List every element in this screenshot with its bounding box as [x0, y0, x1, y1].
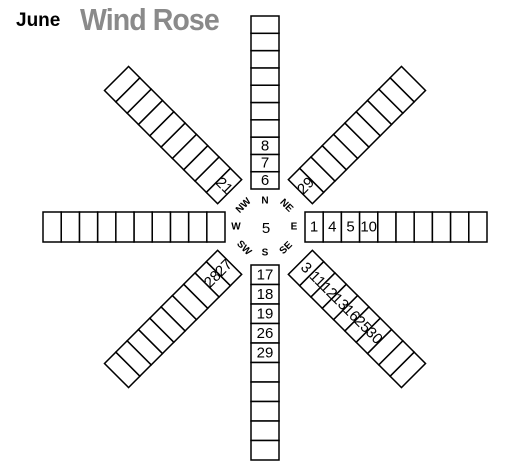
wind-cell [206, 211, 226, 243]
arm-nw [103, 65, 243, 205]
wind-cell [250, 32, 280, 52]
direction-label-se: SE [278, 239, 295, 256]
wind-cell [395, 211, 415, 243]
day-number: 10 [360, 219, 377, 236]
day-number: 19 [257, 305, 274, 322]
wind-cell [250, 84, 280, 104]
wind-cell [449, 211, 470, 243]
wind-cell [250, 67, 280, 86]
wind-cell [250, 400, 280, 422]
wind-cell [103, 351, 141, 389]
wind-cell [431, 211, 452, 243]
wind-cell [250, 361, 280, 383]
arm-e [304, 211, 488, 243]
calm-days-label: 5 [262, 220, 270, 237]
day-number: 7 [261, 155, 269, 172]
wind-cell [78, 211, 99, 243]
wind-cell [250, 49, 280, 69]
month-label: June [16, 10, 61, 31]
day-number: 1 [310, 219, 318, 236]
day-number: 4 [328, 219, 336, 236]
wind-cell [250, 381, 280, 403]
wind-cell [250, 119, 280, 138]
wind-cell [250, 420, 280, 442]
arm-s [250, 264, 280, 461]
wind-cell [169, 211, 190, 243]
direction-label-nw: NW [234, 196, 254, 216]
wind-cell [115, 211, 135, 243]
arm-ne [287, 65, 427, 205]
wind-cell [103, 65, 141, 103]
wind-cell [468, 211, 488, 243]
arm-w [42, 211, 226, 243]
arm-sw [103, 249, 243, 389]
direction-label-sw: SW [234, 239, 254, 259]
arm-se [287, 249, 427, 389]
wind-cell [413, 211, 434, 243]
day-number: 26 [257, 325, 274, 342]
wind-cell [389, 65, 427, 103]
diagram-title: Wind Rose [80, 2, 220, 37]
day-number: 8 [261, 137, 269, 154]
wind-cell [187, 211, 208, 243]
wind-cell [377, 211, 397, 243]
wind-cell [250, 101, 280, 121]
wind-cell [42, 211, 62, 243]
direction-label-w: W [231, 222, 241, 233]
day-number: 29 [257, 344, 274, 361]
day-number: 5 [346, 219, 354, 236]
day-number: 17 [257, 266, 274, 283]
wind-cell [389, 351, 427, 389]
wind-cell [250, 439, 280, 461]
direction-label-n: N [261, 196, 268, 207]
day-number: 18 [257, 286, 274, 303]
day-number: 6 [261, 172, 269, 189]
direction-label-s: S [262, 248, 269, 259]
wind-cell [60, 211, 81, 243]
wind-cell [250, 15, 280, 35]
wind-cell [133, 211, 153, 243]
wind-cell [151, 211, 172, 243]
arm-n [250, 15, 280, 190]
wind-cell [96, 211, 117, 243]
direction-label-e: E [291, 222, 298, 233]
direction-label-ne: NE [277, 197, 295, 215]
